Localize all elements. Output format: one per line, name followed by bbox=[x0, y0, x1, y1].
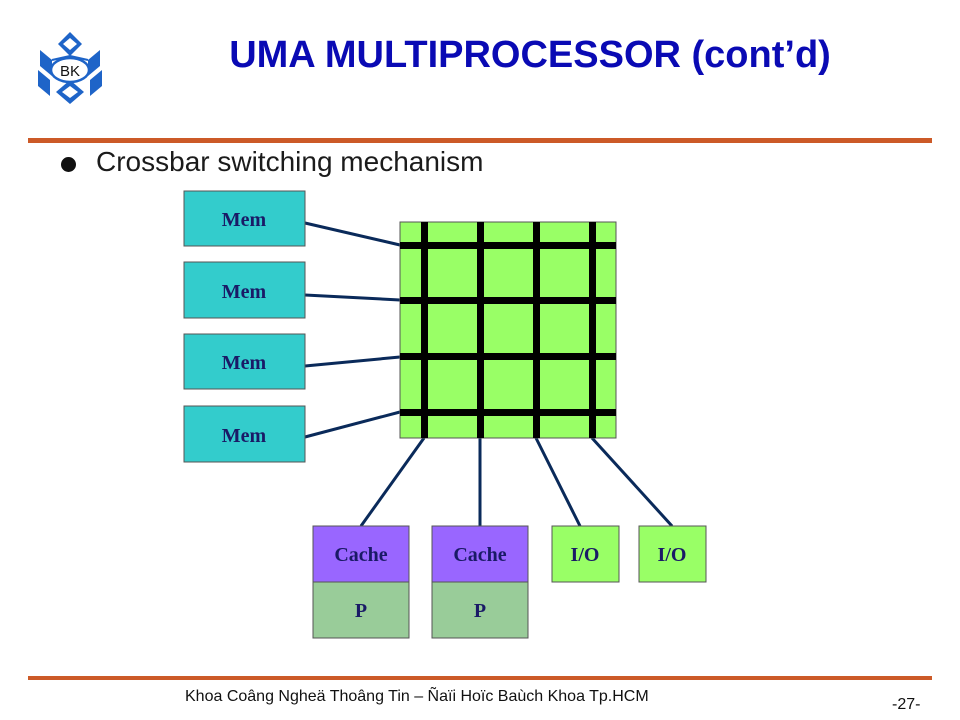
io-label-2: I/O bbox=[658, 544, 687, 566]
io-unit-2: I/O bbox=[638, 525, 707, 583]
processor-unit-1: Cache P bbox=[312, 525, 410, 639]
memory-box-4: Mem bbox=[183, 405, 306, 463]
crossbar-col-3 bbox=[533, 222, 540, 438]
crossbar-row-1 bbox=[400, 242, 616, 249]
memory-label-2: Mem bbox=[222, 281, 267, 303]
mem-connector-2 bbox=[304, 293, 401, 302]
crossbar-switch bbox=[399, 221, 617, 439]
bottom-divider bbox=[28, 676, 932, 680]
memory-box-1: Mem bbox=[183, 190, 306, 247]
device-connector-4 bbox=[590, 436, 674, 528]
io-unit-1: I/O bbox=[551, 525, 620, 583]
memory-label-1: Mem bbox=[222, 209, 267, 231]
mem-connector-4 bbox=[304, 410, 401, 439]
processor-label-2: P bbox=[474, 600, 486, 622]
memory-box-3: Mem bbox=[183, 333, 306, 390]
memory-box-2: Mem bbox=[183, 261, 306, 319]
page-number: -27- bbox=[892, 696, 921, 713]
cache-label-1: Cache bbox=[334, 544, 387, 566]
crossbar-row-4 bbox=[400, 409, 616, 416]
top-divider bbox=[28, 138, 932, 143]
memory-label-4: Mem bbox=[222, 425, 267, 447]
crossbar-row-2 bbox=[400, 297, 616, 304]
bullet-icon bbox=[61, 157, 76, 172]
device-connector-3 bbox=[534, 437, 582, 527]
bullet-text: Crossbar switching mechanism bbox=[96, 146, 484, 177]
crossbar-col-2 bbox=[477, 222, 484, 438]
footer-text: Khoa Coâng Ngheä Thoâng Tin – Ñaïi Hoïc … bbox=[185, 688, 649, 705]
memory-label-3: Mem bbox=[222, 352, 267, 374]
crossbar-col-1 bbox=[421, 222, 428, 438]
university-logo: BK bbox=[38, 32, 102, 104]
io-label-1: I/O bbox=[571, 544, 600, 566]
processor-label-1: P bbox=[355, 600, 367, 622]
device-connector-1 bbox=[359, 437, 426, 527]
crossbar-row-3 bbox=[400, 353, 616, 360]
crossbar-col-4 bbox=[589, 222, 596, 438]
processor-unit-2: Cache P bbox=[431, 525, 529, 639]
mem-connector-1 bbox=[304, 221, 401, 247]
cache-label-2: Cache bbox=[453, 544, 506, 566]
slide-title: UMA MULTIPROCESSOR (cont’d) bbox=[229, 34, 831, 76]
logo-text: BK bbox=[60, 63, 80, 80]
mem-connector-3 bbox=[304, 355, 401, 368]
